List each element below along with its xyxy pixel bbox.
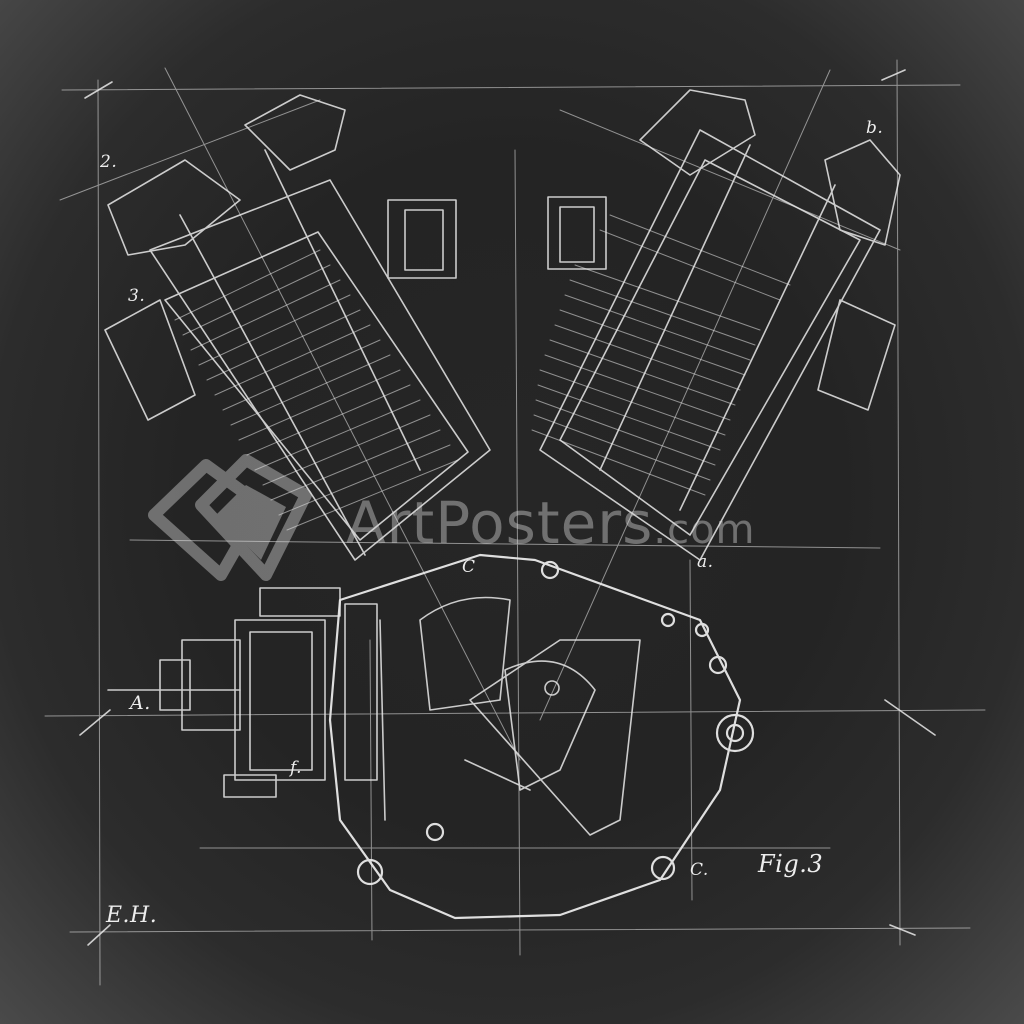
gear-housing — [79, 587, 378, 798]
watermark-suffix: .com — [653, 507, 756, 553]
crank-mechanism — [379, 596, 641, 836]
artist-signature: E.H. — [106, 903, 158, 928]
watermark: ArtPosters.com — [146, 445, 886, 595]
crankcase — [328, 553, 755, 920]
label-two: 2. — [100, 152, 118, 172]
left-cylinder-fins — [174, 249, 459, 531]
figure-label: Fig.3 — [758, 850, 824, 878]
label-b: b. — [866, 118, 884, 138]
watermark-brand: ArtPosters — [346, 489, 654, 557]
registration-marks — [84, 69, 936, 946]
watermark-text: ArtPosters.com — [346, 489, 756, 557]
label-three: 3. — [128, 286, 146, 306]
right-cylinder-fins — [531, 214, 791, 496]
label-f: f. — [290, 758, 303, 778]
label-a-upper: A. — [130, 692, 151, 714]
label-a-lower: a. — [697, 552, 714, 572]
right-cylinder — [539, 89, 901, 561]
label-c-center: C — [462, 557, 476, 577]
stacked-frames-icon — [148, 454, 312, 581]
label-c-lower: C. — [690, 860, 709, 880]
